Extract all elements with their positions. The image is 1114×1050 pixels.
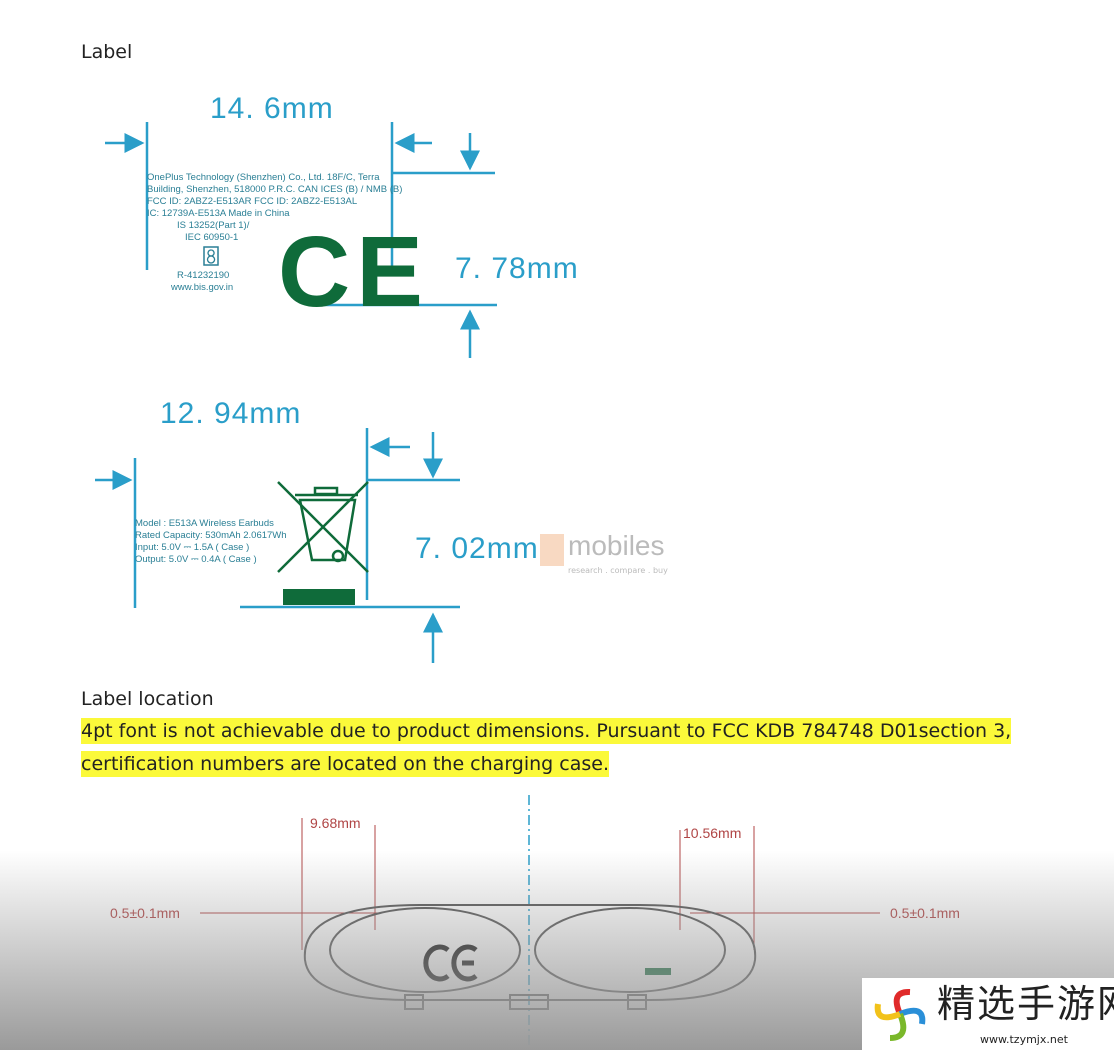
label1-line: Building, Shenzhen, 518000 P.R.C. CAN IC… xyxy=(147,184,403,195)
note-line: 4pt font is not achievable due to produc… xyxy=(81,718,1012,744)
case-ce-mark xyxy=(423,944,478,982)
fcc-note: 4pt font is not achievable due to produc… xyxy=(81,718,1012,777)
label1-line: FCC ID: 2ABZ2-E513AR FCC ID: 2ABZ2-E513A… xyxy=(147,196,358,207)
bis-registration: R-41232190 xyxy=(177,270,230,281)
label1-text: OnePlus Technology (Shenzhen) Co., Ltd. … xyxy=(147,172,402,294)
label1-line: OnePlus Technology (Shenzhen) Co., Ltd. … xyxy=(147,172,380,183)
label1-line: IC: 12739A-E513A Made in China xyxy=(147,208,290,219)
label2-line: Input: 5.0V ⎓ 1.5A ( Case ) xyxy=(135,542,250,553)
label2-line: Rated Capacity: 530mAh 2.0617Wh xyxy=(135,530,287,541)
bis-standard: IS 13252(Part 1)/ xyxy=(177,220,250,231)
bis-mark-icon xyxy=(203,246,219,266)
note-line: certification numbers are located on the… xyxy=(81,751,609,777)
logo-name: 精选手游网 xyxy=(937,982,1114,1026)
left-offset: 0.5±0.1mm xyxy=(110,905,180,921)
label1-width-dimension: 14. 6mm xyxy=(210,92,334,125)
charging-case-outline xyxy=(303,904,757,1010)
label2-height-dimension: 7. 02mm xyxy=(415,532,539,565)
bis-url: www.bis.gov.in xyxy=(171,282,234,293)
pinwheel-logo-icon xyxy=(874,988,926,1041)
right-offset: 0.5±0.1mm xyxy=(890,905,960,921)
label1-height-dimension: 7. 78mm xyxy=(455,252,579,285)
label2-line: Output: 5.0V ⎓ 0.4A ( Case ) xyxy=(135,554,257,565)
weee-bar xyxy=(283,589,355,605)
watermark-logo-block xyxy=(540,534,564,566)
weee-bin-icon xyxy=(277,481,369,573)
heading-label-location: Label location xyxy=(81,688,214,710)
label2-width-dimension: 12. 94mm xyxy=(160,397,302,430)
heading-label: Label xyxy=(81,41,133,63)
site-logo[interactable]: 精选手游网 www.tzymjx.net xyxy=(862,978,1114,1050)
logo-url: www.tzymjx.net xyxy=(980,1033,1068,1046)
ce-mark: CE xyxy=(278,216,429,328)
watermark: mobiles xyxy=(568,530,665,561)
right-label-width: 10.56mm xyxy=(683,825,742,841)
bis-standard: IEC 60950-1 xyxy=(185,232,239,243)
left-label-width: 9.68mm xyxy=(310,815,361,831)
label2-line: Model : E513A Wireless Earbuds xyxy=(135,518,274,529)
watermark-tagline: research . compare . buy xyxy=(568,566,668,575)
